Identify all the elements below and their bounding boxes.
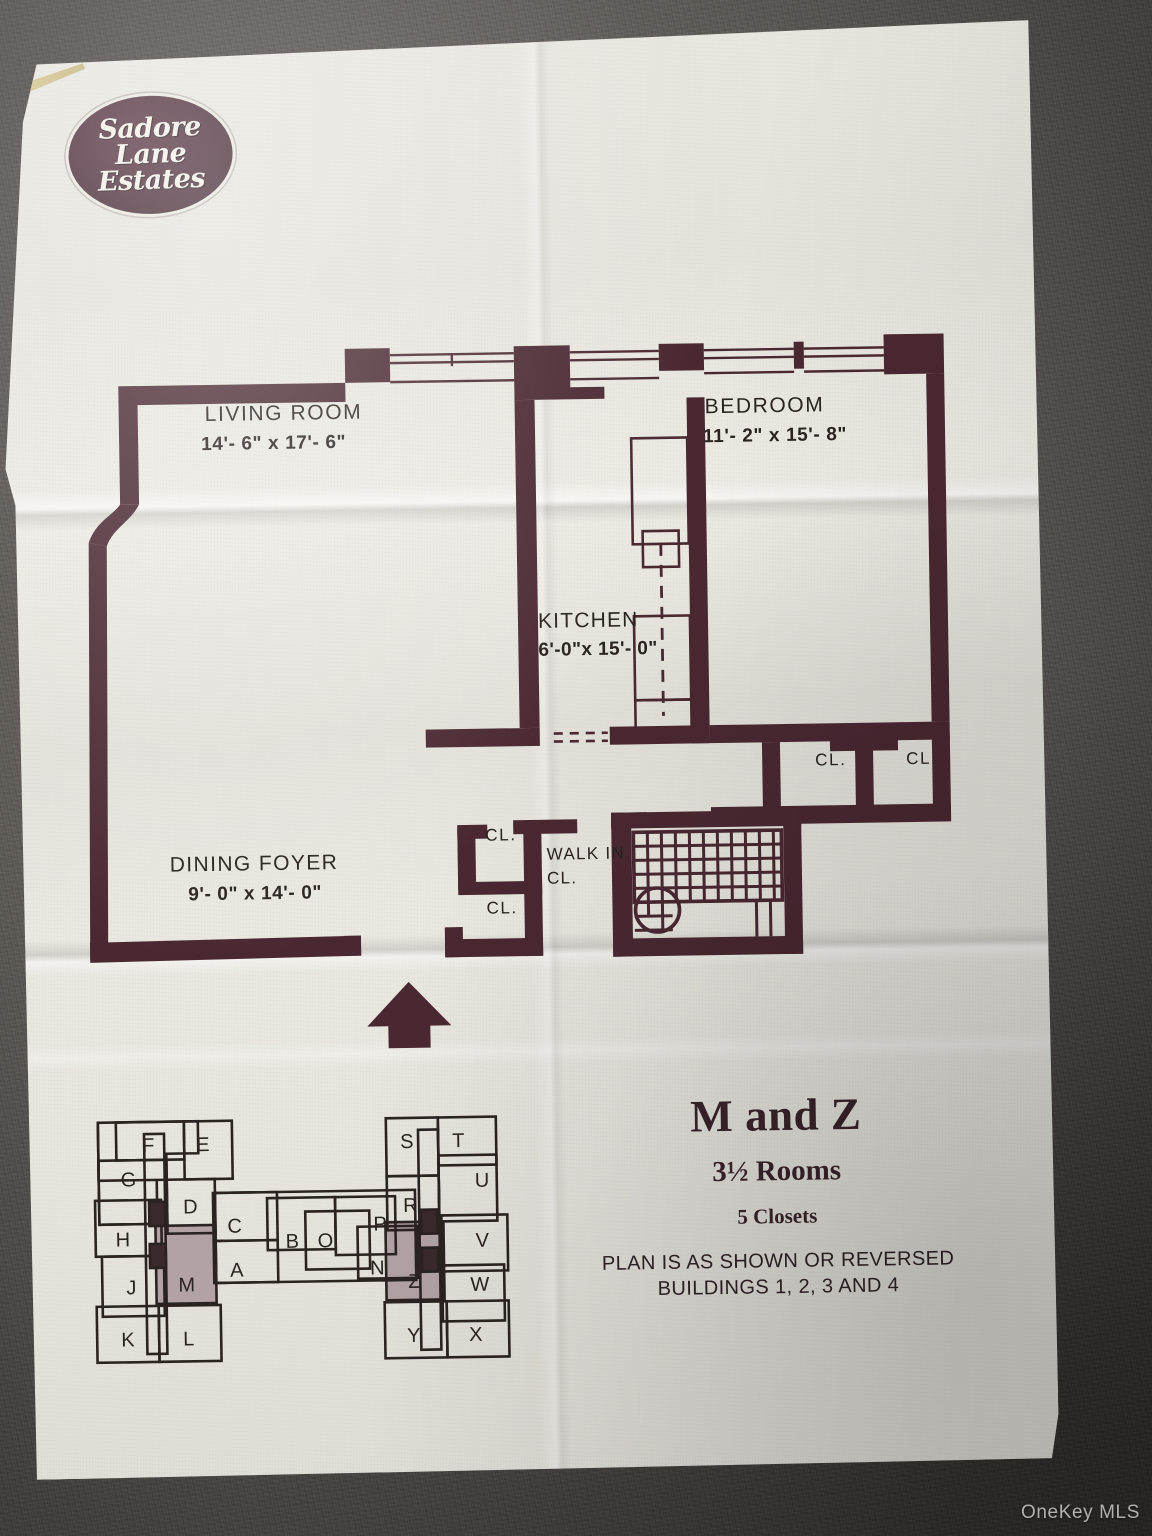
key-plan-unit-labels: F E G D H C B A J M K L S T U R P [114, 1130, 492, 1352]
key-plan-unit-S: S [400, 1131, 414, 1153]
floorplan-paper-sheet: Sadore Lane Estates [0, 20, 1059, 1480]
bathroom-tile-grid [633, 830, 783, 938]
key-plan-unit-H: H [115, 1229, 130, 1251]
key-plan-unit-L: L [183, 1328, 194, 1350]
key-plan-unit-J: J [126, 1277, 136, 1299]
key-plan-diagram: F E G D H C B A J M K L S T U R P [94, 1116, 510, 1362]
key-plan-unit-W: W [470, 1274, 489, 1296]
label-bedroom-dims: 11'- 2" x 15'- 8" [703, 424, 847, 447]
label-closet-bedroom-far-right: CL. [906, 749, 938, 768]
label-closet-foyer-lower: CL. [486, 898, 518, 917]
key-plan-unit-E: E [196, 1134, 210, 1156]
label-dining-foyer-dims: 9'- 0" x 14'- 0" [188, 882, 322, 905]
key-plan-unit-C: C [227, 1216, 242, 1238]
kitchen-center-dashed-line [661, 544, 664, 716]
key-plan-unit-N: N [370, 1257, 385, 1279]
room-labels: LIVING ROOM 14'- 6" x 17'- 6" BEDROOM 11… [163, 392, 940, 923]
north-arrow [367, 981, 452, 1048]
kitchen-door-dash-1 [554, 733, 608, 734]
key-plan-unit-D: D [183, 1196, 198, 1218]
key-plan-unit-Y: Y [407, 1325, 421, 1347]
floorplan-svg: LIVING ROOM 14'- 6" x 17'- 6" BEDROOM 11… [0, 20, 1059, 1480]
key-plan-unit-T: T [452, 1130, 465, 1152]
onekey-mls-watermark: OneKey MLS [1021, 1502, 1140, 1523]
label-walk-in-closet-line2: CL. [547, 868, 578, 887]
label-kitchen: KITCHEN [538, 608, 639, 633]
label-living-room-dims: 14'- 6" x 17'- 6" [201, 432, 346, 455]
bathroom-fixtures [633, 830, 783, 938]
bathroom-sink-basin [635, 888, 680, 933]
title-block: M and Z 3½ Rooms 5 Closets PLAN IS AS SH… [575, 1086, 978, 1303]
key-plan-unit-V: V [476, 1230, 490, 1252]
fixture-lines [549, 437, 692, 741]
plan-name: M and Z [689, 1088, 862, 1142]
key-plan-unit-F: F [142, 1135, 155, 1157]
label-kitchen-dims: 6'-0"x 15'- 0" [538, 638, 658, 661]
key-plan-unit-M-fill [155, 1225, 216, 1304]
key-plan-unit-A: A [230, 1260, 244, 1282]
key-plan-outlines [94, 1116, 510, 1362]
key-plan-unit-O: O [318, 1230, 334, 1252]
kitchen-door-dash-2 [554, 741, 608, 742]
room-count: 3½ Rooms [711, 1154, 842, 1189]
floorplan-drawing: LIVING ROOM 14'- 6" x 17'- 6" BEDROOM 11… [0, 20, 1059, 1480]
key-plan-unit-B: B [286, 1231, 300, 1253]
label-walk-in-closet-line1: WALK IN [546, 844, 625, 864]
label-dining-foyer: DINING FOYER [170, 851, 339, 877]
label-living-room: LIVING ROOM [205, 401, 363, 426]
key-plan-unit-U: U [475, 1170, 490, 1192]
key-plan-unit-X: X [469, 1324, 483, 1346]
label-bedroom: BEDROOM [704, 393, 824, 418]
key-plan-unit-P: P [373, 1213, 387, 1235]
key-plan-unit-M: M [178, 1274, 195, 1296]
window-glazing-lines [390, 347, 884, 382]
key-plan-unit-R: R [403, 1195, 418, 1217]
label-closet-foyer-upper: CL. [485, 825, 517, 844]
key-plan-unit-G: G [121, 1169, 137, 1191]
closet-count: 5 Closets [737, 1203, 818, 1229]
plan-walls [81, 333, 954, 964]
label-closet-bedroom-right: CL. [815, 750, 847, 769]
kitchen-counter-upper [631, 437, 689, 544]
key-plan-unit-Z: Z [408, 1271, 421, 1293]
key-plan-unit-K: K [121, 1329, 135, 1351]
